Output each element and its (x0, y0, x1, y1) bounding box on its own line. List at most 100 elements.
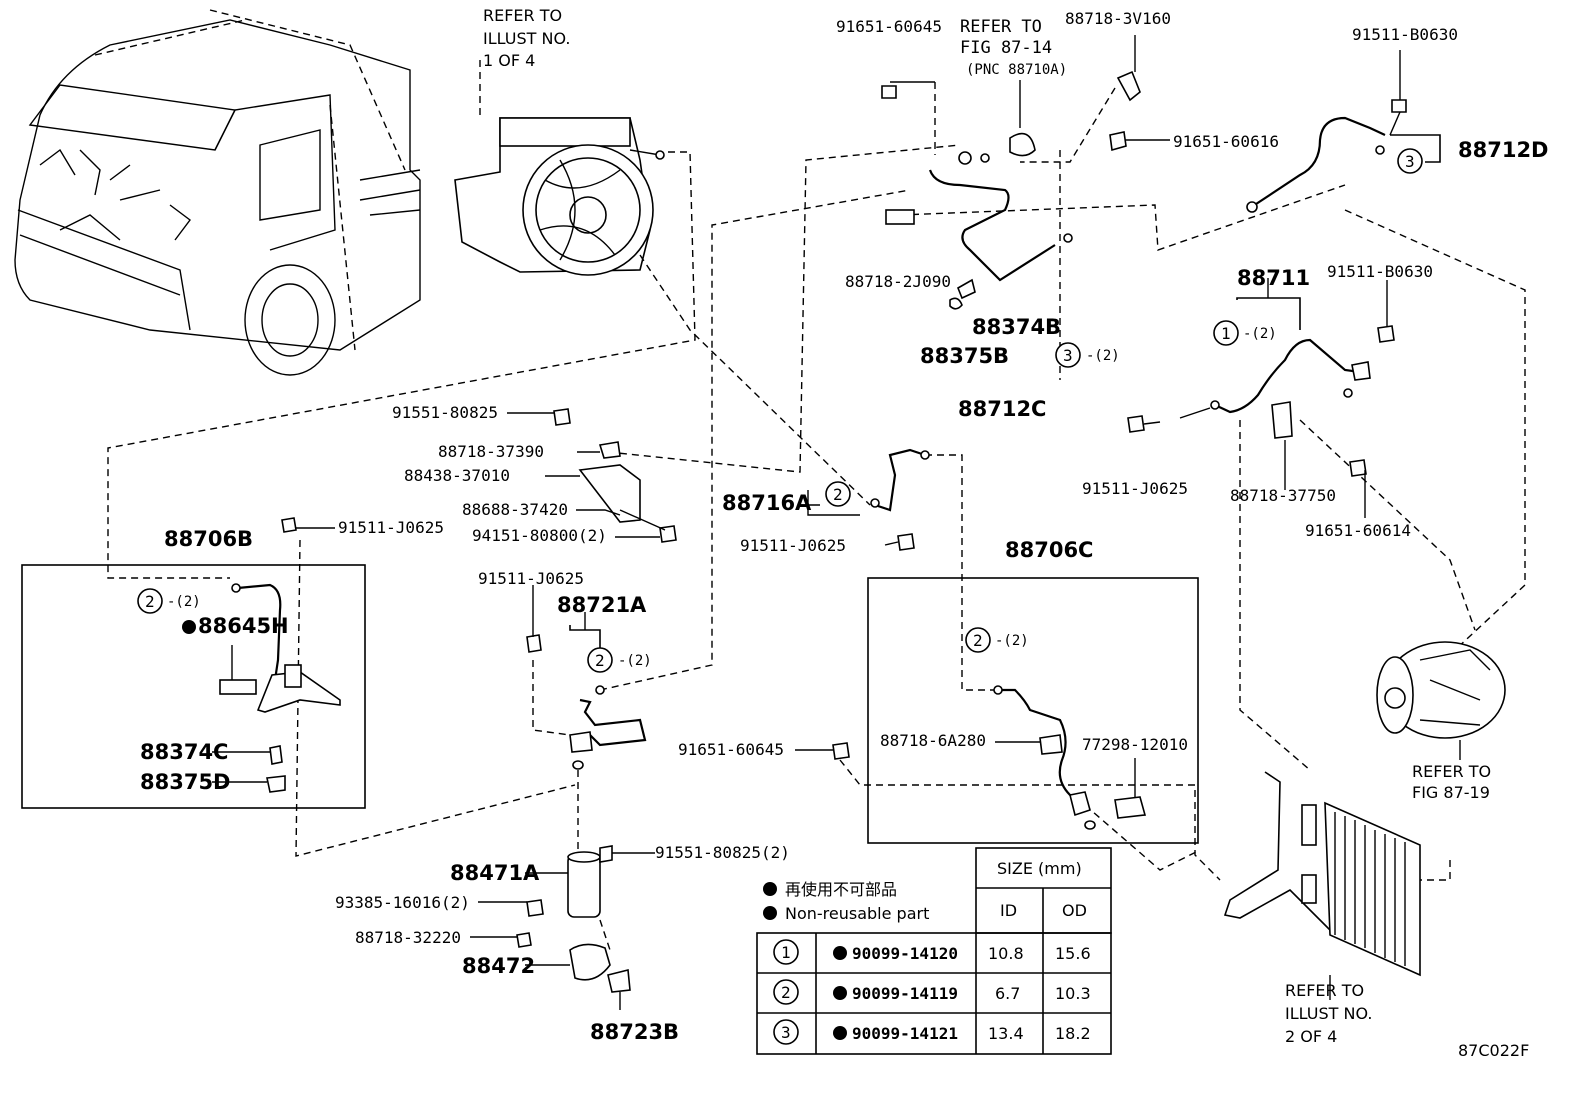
bolt-91651-60645-top (881, 81, 935, 99)
label-88706C: 88706C (1005, 538, 1093, 562)
label-91511-B0630-top: 91511-B0630 (1352, 25, 1458, 44)
bracket-group (507, 408, 677, 543)
label-91511-J0625-lower: 91511-J0625 (478, 569, 584, 588)
compressor (1376, 641, 1506, 760)
label-88723B: 88723B (590, 1020, 679, 1044)
nonreusable-dot-88645H (182, 620, 196, 634)
callout-1-88711 (1213, 320, 1239, 346)
circled-callouts: 3 3 -(2) 1 -(2) 2 2 -(2) 2 -(2) 2 -(2) (137, 148, 1423, 673)
fan-assembly (454, 117, 665, 276)
label-88472: 88472 (462, 954, 535, 978)
refer-illust-2-line1: REFER TO (1285, 981, 1364, 1000)
svg-text:1: 1 (781, 943, 791, 962)
svg-text:6.7: 6.7 (995, 984, 1020, 1003)
label-88438-37010: 88438-37010 (404, 466, 510, 485)
svg-text:18.2: 18.2 (1055, 1024, 1091, 1043)
box-88706B (21, 564, 366, 809)
svg-text:3: 3 (1063, 346, 1073, 365)
label-88718-2J090: 88718-2J090 (845, 272, 951, 291)
label-88688-37420: 88688-37420 (462, 500, 568, 519)
refer-fig-87-19-line1: REFER TO (1412, 762, 1491, 781)
svg-text:-(2): -(2) (995, 633, 1029, 649)
label-88645H: 88645H (198, 614, 289, 638)
dashed-leader-lines (107, 60, 1526, 881)
condenser (1223, 771, 1421, 1000)
label-94151-80800: 94151-80800(2) (472, 526, 607, 545)
box-88706C (867, 577, 1199, 844)
pipe-88716A (800, 448, 930, 551)
callout-2-88706B (137, 588, 163, 614)
label-91511-J0625-left: 91511-J0625 (338, 518, 444, 537)
svg-text:2: 2 (145, 592, 155, 611)
refer-fig-87-14-line1: REFER TO (960, 17, 1042, 37)
label-88375B: 88375B (920, 344, 1009, 368)
table-col-id: ID (1000, 901, 1017, 920)
svg-text:2: 2 (781, 983, 791, 1002)
label-88706B: 88706B (164, 527, 253, 551)
label-91511-J0625-right: 91511-J0625 (1082, 479, 1188, 498)
label-88718-3V160: 88718-3V160 (1065, 9, 1171, 28)
svg-text:-(2): -(2) (167, 594, 201, 610)
table-row2-part: 90099-14119 (852, 984, 958, 1003)
table-col-od: OD (1062, 901, 1087, 920)
refer-illust-2-line2: ILLUST NO. (1285, 1004, 1372, 1023)
label-88471A: 88471A (450, 861, 540, 885)
svg-text:13.4: 13.4 (988, 1024, 1024, 1043)
label-88374B: 88374B (972, 315, 1061, 339)
legend-en: Non-reusable part (785, 904, 929, 923)
label-91651-60645-mid: 91651-60645 (678, 740, 784, 759)
label-91651-60614: 91651-60614 (1305, 521, 1411, 540)
clamp-88718-3V160 (1109, 35, 1170, 152)
refer-fig-87-14-line3: (PNC 88710A) (966, 62, 1067, 78)
label-93385-16016: 93385-16016(2) (335, 893, 470, 912)
pipe-88721A (526, 585, 647, 770)
svg-text:-(2): -(2) (1243, 326, 1277, 342)
label-91651-60616: 91651-60616 (1173, 132, 1279, 151)
legend-jp: 再使用不可部品 (785, 880, 897, 899)
callout-2-88721A (587, 647, 613, 673)
callout-2-88706C (965, 627, 991, 653)
label-91511-B0630-mid: 91511-B0630 (1327, 262, 1433, 281)
label-88374C: 88374C (140, 740, 228, 764)
refer-illust-1-line2: ILLUST NO. (483, 29, 570, 48)
size-table: SIZE (mm) ID OD 1 90099-14120 10.8 15.6 … (756, 847, 1112, 1055)
svg-text:-(2): -(2) (618, 653, 652, 669)
label-88712C: 88712C (958, 397, 1046, 421)
callout-3-88712D (1397, 148, 1423, 174)
svg-text:-(2): -(2) (1086, 348, 1120, 364)
table-row1-part: 90099-14120 (852, 944, 958, 963)
svg-text:10.3: 10.3 (1055, 984, 1091, 1003)
refer-illust-2-line3: 2 OF 4 (1285, 1027, 1337, 1046)
callout-2-88716A (825, 481, 851, 507)
svg-text:3: 3 (781, 1023, 791, 1042)
label-88721A: 88721A (557, 593, 647, 617)
legend: 再使用不可部品 Non-reusable part (763, 880, 929, 923)
svg-text:2: 2 (595, 651, 605, 670)
svg-text:1: 1 (1221, 324, 1231, 343)
svg-text:2: 2 (973, 631, 983, 650)
label-88718-6A280: 88718-6A280 (880, 731, 986, 750)
refer-illust-1-line3: 1 OF 4 (483, 51, 535, 70)
label-91551-80825-2: 91551-80825(2) (655, 843, 790, 862)
pipe-88706B (212, 517, 341, 793)
svg-text:3: 3 (1405, 152, 1415, 171)
label-77298-12010: 77298-12010 (1082, 735, 1188, 754)
figure-code: 87C022F (1458, 1041, 1529, 1060)
pipe-88706C (795, 685, 1147, 830)
receiver-88471A (470, 770, 655, 1010)
pipe-88712C (885, 80, 1073, 310)
svg-text:15.6: 15.6 (1055, 944, 1091, 963)
label-91651-60645-top: 91651-60645 (836, 17, 942, 36)
part-labels: REFER TO ILLUST NO. 1 OF 4 91651-60645 R… (140, 6, 1549, 1060)
callout-3-88712C (1055, 342, 1081, 368)
table-row3-part: 90099-14121 (852, 1024, 958, 1043)
label-88375D: 88375D (140, 770, 231, 794)
label-88716A: 88716A (722, 491, 812, 515)
refer-fig-87-14-line2: FIG 87-14 (960, 38, 1052, 58)
pipe-88711 (1127, 278, 1395, 518)
label-91511-J0625-mid: 91511-J0625 (740, 536, 846, 555)
refer-illust-1-line1: REFER TO (483, 6, 562, 25)
table-header-size: SIZE (mm) (997, 859, 1082, 878)
refer-fig-87-19-line2: FIG 87-19 (1412, 783, 1490, 802)
